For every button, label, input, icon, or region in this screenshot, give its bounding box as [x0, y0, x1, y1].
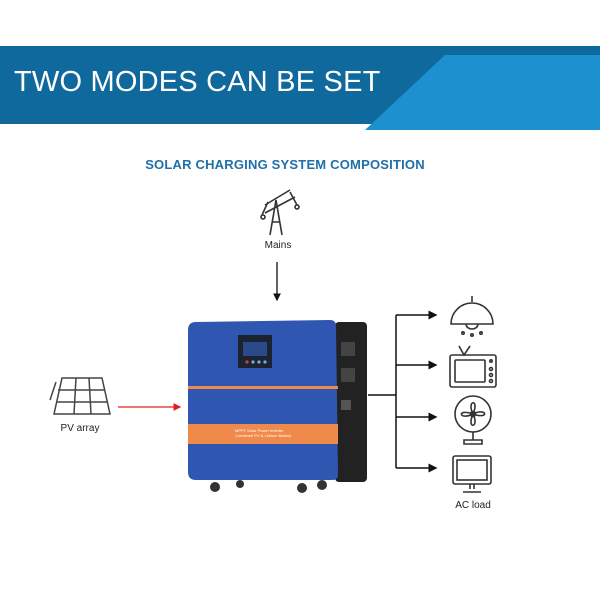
fan-icon: [454, 395, 492, 445]
product-label-line1: MPPT Solar Power Inverter: [235, 428, 284, 433]
load-distribution-lines: [368, 310, 438, 473]
ac-load-label: AC load: [455, 500, 491, 511]
monitor-icon: [452, 455, 492, 493]
solar-panel-icon: [49, 377, 111, 415]
tv-icon: [449, 345, 497, 388]
banner-title: TWO MODES CAN BE SET: [14, 66, 381, 98]
pv-array-label: PV array: [60, 423, 100, 434]
product-label-line2: Combined PV & Lithium Battery: [235, 433, 292, 438]
mains-label: Mains: [264, 240, 292, 251]
ceiling-lamp-icon: [450, 296, 494, 337]
diagram-title: SOLAR CHARGING SYSTEM COMPOSITION: [145, 157, 425, 172]
product-label: MPPT Solar Power Inverter Combined PV & …: [235, 428, 291, 438]
inverter-device-image: [188, 320, 367, 493]
power-tower-icon: [260, 189, 300, 236]
